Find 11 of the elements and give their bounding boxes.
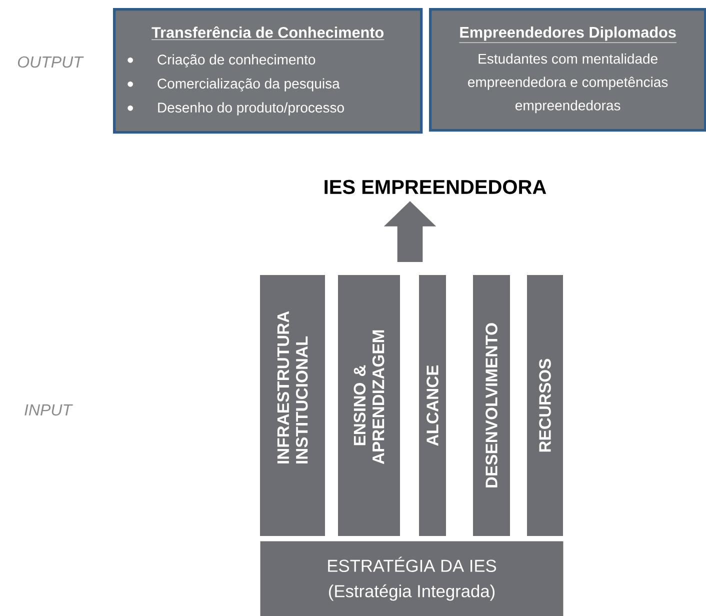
pillar: INFRAESTRUTURA INSTITUCIONAL (260, 275, 325, 536)
heading: IES EMPREENDEDORA (324, 180, 546, 194)
pillar: ENSINO & APRENDIZAGEM (338, 275, 400, 536)
text-box: Transferência de Conhecimento Criação de conhecimento Comercialização da pesquisa Desenho do produto/processo (113, 8, 423, 134)
pillar: ALCANCE (419, 275, 446, 536)
text-box: Empreendedores Diplomados Estudantes com mentalidade empreendedora e competências empreendedoras (429, 8, 706, 132)
base-bar: ESTRATÉGIA DA IES (Estratégia Integrada) (260, 541, 564, 616)
side-label: OUTPUT (18, 56, 84, 68)
pillar: RECURSOS (527, 275, 563, 536)
side-label: INPUT (24, 404, 73, 416)
pillar: DESENVOLVIMENTO (473, 275, 510, 536)
